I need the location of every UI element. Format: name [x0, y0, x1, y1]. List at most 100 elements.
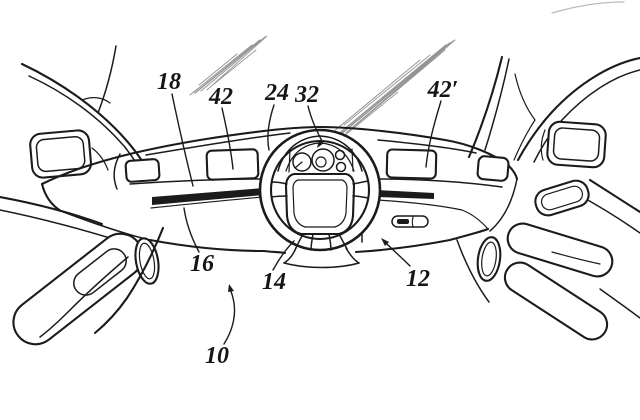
reflection-streak-line: [194, 39, 261, 94]
ref-label-12: 12: [406, 266, 430, 292]
right-door-panel: [456, 178, 640, 341]
pillar-line: [533, 69, 640, 163]
lower-spoke-line: [338, 233, 348, 250]
glovebox-handle: [391, 215, 429, 228]
door-recess-oval-inner: [138, 242, 156, 280]
right-a-pillar: [467, 55, 640, 163]
reflection-streak-line: [343, 54, 431, 126]
speedometer-hub: [315, 156, 327, 168]
dash-bottom-edge: [148, 238, 287, 255]
reflection-streak-line: [338, 91, 399, 141]
armrest-contour-line: [551, 251, 601, 265]
mirror-glass: [552, 127, 601, 162]
leader-line-24: [267, 104, 275, 151]
ref-label-10: 10: [205, 343, 229, 369]
door-recess-oval: [476, 236, 502, 282]
lower-spoke-line: [310, 233, 314, 251]
door-pocket-inner: [540, 185, 584, 211]
cluster-side-line: [288, 149, 291, 173]
pillar-line: [516, 56, 640, 162]
right-spoke-line: [352, 180, 369, 185]
display-panel-42-prime: [385, 148, 438, 180]
left-door-panel: [0, 195, 165, 346]
ref-label-42-prime: 42′: [427, 77, 459, 103]
left-a-pillar: [20, 45, 146, 166]
gauge-dial: [292, 152, 312, 172]
door-pull-handle: [503, 261, 609, 341]
pillar-line: [28, 75, 138, 165]
windshield-reflection-streaks: [189, 35, 456, 141]
gauge-needle: [294, 161, 303, 169]
dash-left-endcap: [40, 182, 63, 213]
leader-line-12: [386, 243, 411, 267]
reflection-streak-line: [200, 36, 266, 92]
lower-spoke-line: [294, 233, 304, 251]
left-spoke-line: [271, 181, 288, 185]
leader-line-14: [272, 240, 295, 271]
leader-line-32: [307, 105, 323, 142]
door-recess-oval-inner: [481, 241, 497, 277]
ref-label-14: 14: [262, 269, 286, 295]
reflection-streak-line: [335, 44, 447, 137]
dash-trim-strip: [377, 190, 434, 199]
dash-crease-line: [377, 178, 503, 188]
glovebox-handle-divider: [411, 216, 414, 228]
steering-wheel: [258, 128, 382, 252]
mirror-mount-line: [91, 147, 109, 171]
dash-lower-left-line: [60, 210, 151, 241]
dashboard: [40, 125, 519, 269]
ref-label-32: 32: [294, 82, 319, 108]
steering-column-bottom: [283, 262, 360, 269]
indicator-dial: [334, 149, 346, 161]
dash-bottom-edge: [354, 227, 490, 254]
leader-line-18: [171, 93, 194, 187]
pillar-line: [484, 58, 510, 151]
pillar-crease: [513, 119, 536, 161]
leader-line-42-prime: [425, 100, 442, 168]
arrowhead-10: [228, 284, 234, 292]
leader-line-42: [221, 107, 234, 170]
lower-spoke-line: [328, 233, 332, 251]
door-pocket: [534, 179, 590, 217]
door-pull-handle: [73, 248, 127, 296]
speedometer-dial: [311, 148, 335, 172]
right-spoke-line: [352, 195, 369, 199]
pillar-line: [97, 45, 117, 114]
steering-column-flare: [345, 247, 360, 264]
reflection-streak-line: [189, 44, 253, 96]
leader-line-10: [223, 288, 236, 345]
reflection-streak-line: [198, 53, 238, 86]
reflection-streak-line: [332, 59, 421, 133]
reflection-streak-line: [340, 42, 451, 135]
door-lower-line: [599, 288, 640, 319]
armrest-contour-line: [39, 256, 129, 338]
windshield-base-line: [377, 139, 477, 154]
door-armrest: [506, 222, 614, 278]
mirror-mount-line: [540, 129, 546, 161]
mirror-housing: [546, 120, 607, 169]
reference-numerals: 18 42 24 32 42′ 16 14 12 10: [157, 69, 458, 369]
leader-line-16: [183, 207, 200, 253]
trim-groove-line: [150, 196, 264, 209]
steering-wheel-hub-pad: [284, 172, 356, 236]
glovebox-top-seam: [376, 199, 489, 230]
reflection-streak-line: [213, 49, 257, 85]
roof-edge-line: [551, 1, 625, 14]
right-air-vent: [476, 155, 510, 182]
reference-leaders: [171, 93, 442, 345]
dash-trim-strip: [152, 188, 264, 205]
dash-left-contour: [113, 153, 121, 190]
door-edge-line: [93, 226, 165, 335]
pillar-line: [20, 62, 146, 166]
glovebox-latch: [397, 219, 409, 224]
hub-pad-inner-line: [292, 179, 348, 228]
left-air-vent: [124, 158, 161, 183]
left-side-mirror: [29, 129, 109, 179]
left-spoke-line: [271, 195, 288, 198]
mirror-glass: [35, 135, 86, 173]
ref-label-42: 42: [208, 84, 233, 110]
door-sill-line: [588, 178, 640, 214]
arrowhead-12: [381, 238, 389, 246]
pillar-crease: [514, 73, 536, 121]
